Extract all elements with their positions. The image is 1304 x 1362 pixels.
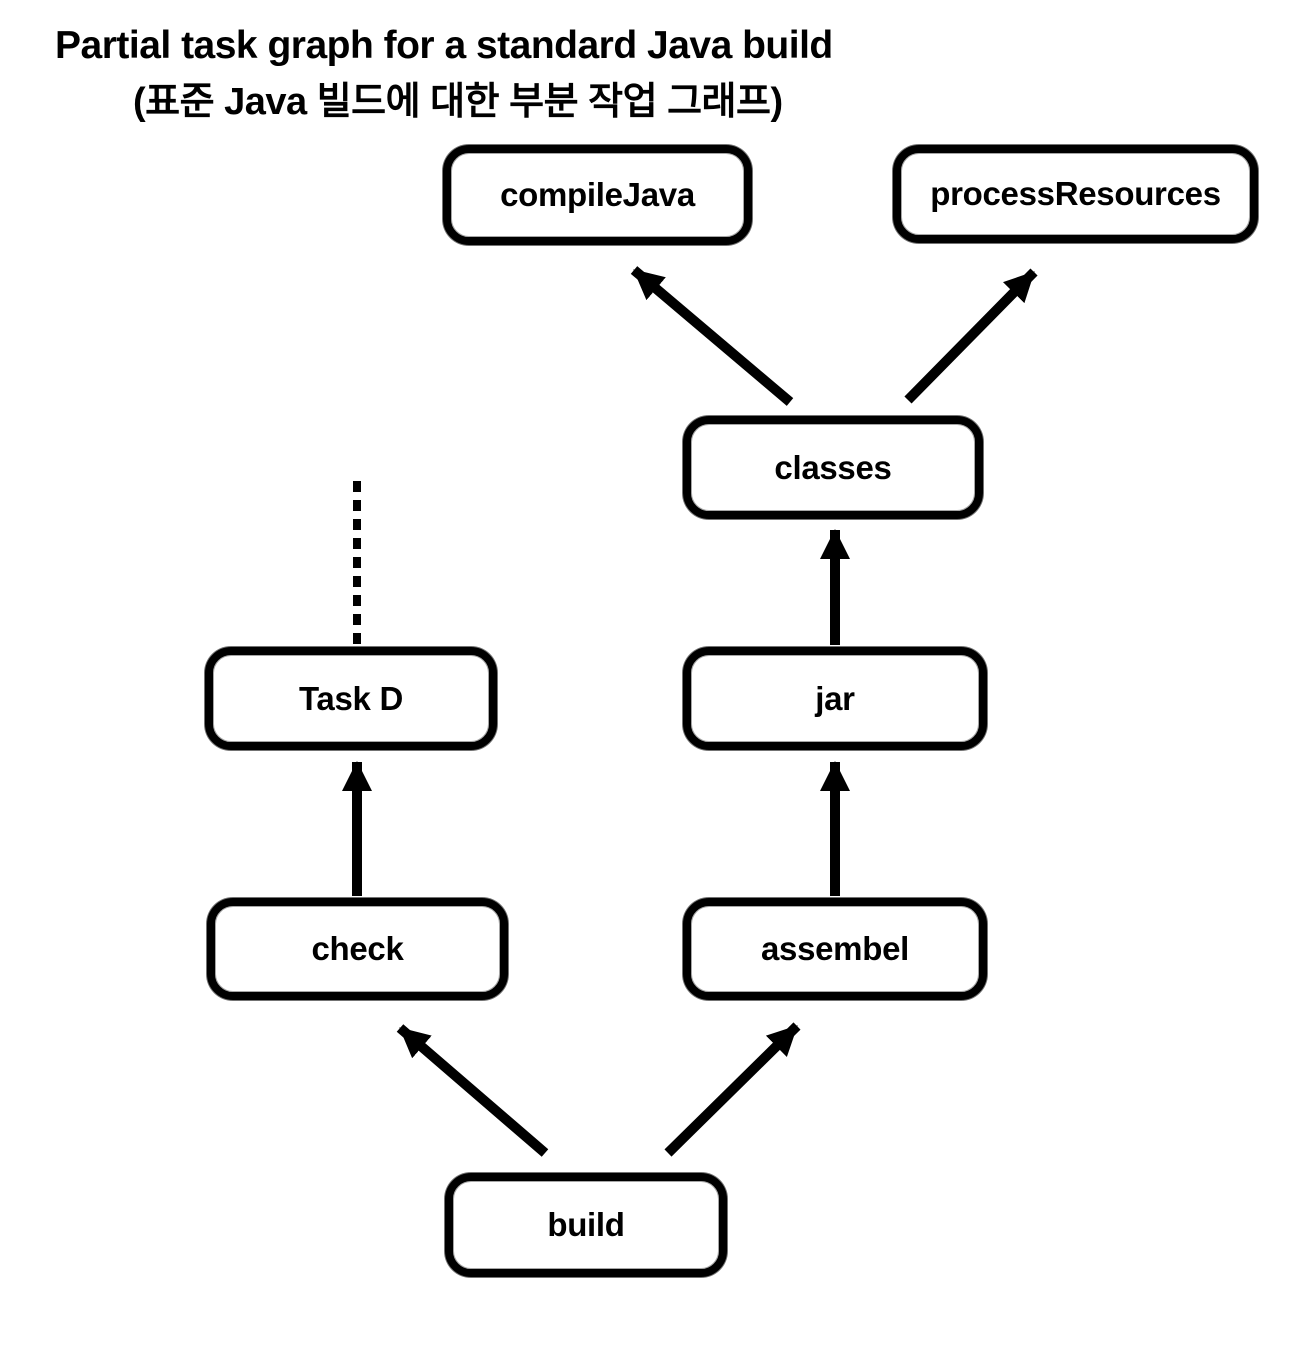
node-label: assembel: [760, 930, 910, 967]
diagram-title: Partial task graph for a standard Java b…: [55, 24, 833, 67]
node-label: build: [547, 1206, 625, 1243]
node-assembel: assembel: [683, 898, 987, 1000]
node-classes: classes: [683, 416, 983, 519]
diagram-subtitle-korean: (표준 Java 빌드에 대한 부분 작업 그래프): [133, 81, 783, 123]
node-label: compileJava: [500, 176, 695, 213]
node-label: check: [311, 930, 404, 967]
node-label: processResources: [930, 175, 1221, 212]
node-label: Task D: [299, 679, 403, 717]
edge-classes-to-processresources: [904, 268, 1038, 404]
edge-classes-to-compilejava: [630, 266, 794, 406]
node-jar: jar: [683, 647, 987, 750]
node-taskd: Task D: [205, 647, 497, 750]
node-label: jar: [815, 679, 855, 717]
node-build: build: [445, 1173, 727, 1277]
node-processresources: processResources: [893, 145, 1258, 243]
edge-build-to-check: [396, 1024, 549, 1157]
node-label: classes: [774, 448, 892, 486]
node-compilejava: compileJava: [443, 145, 752, 245]
edge-build-to-assembel: [664, 1022, 801, 1157]
node-check: check: [207, 898, 508, 1000]
